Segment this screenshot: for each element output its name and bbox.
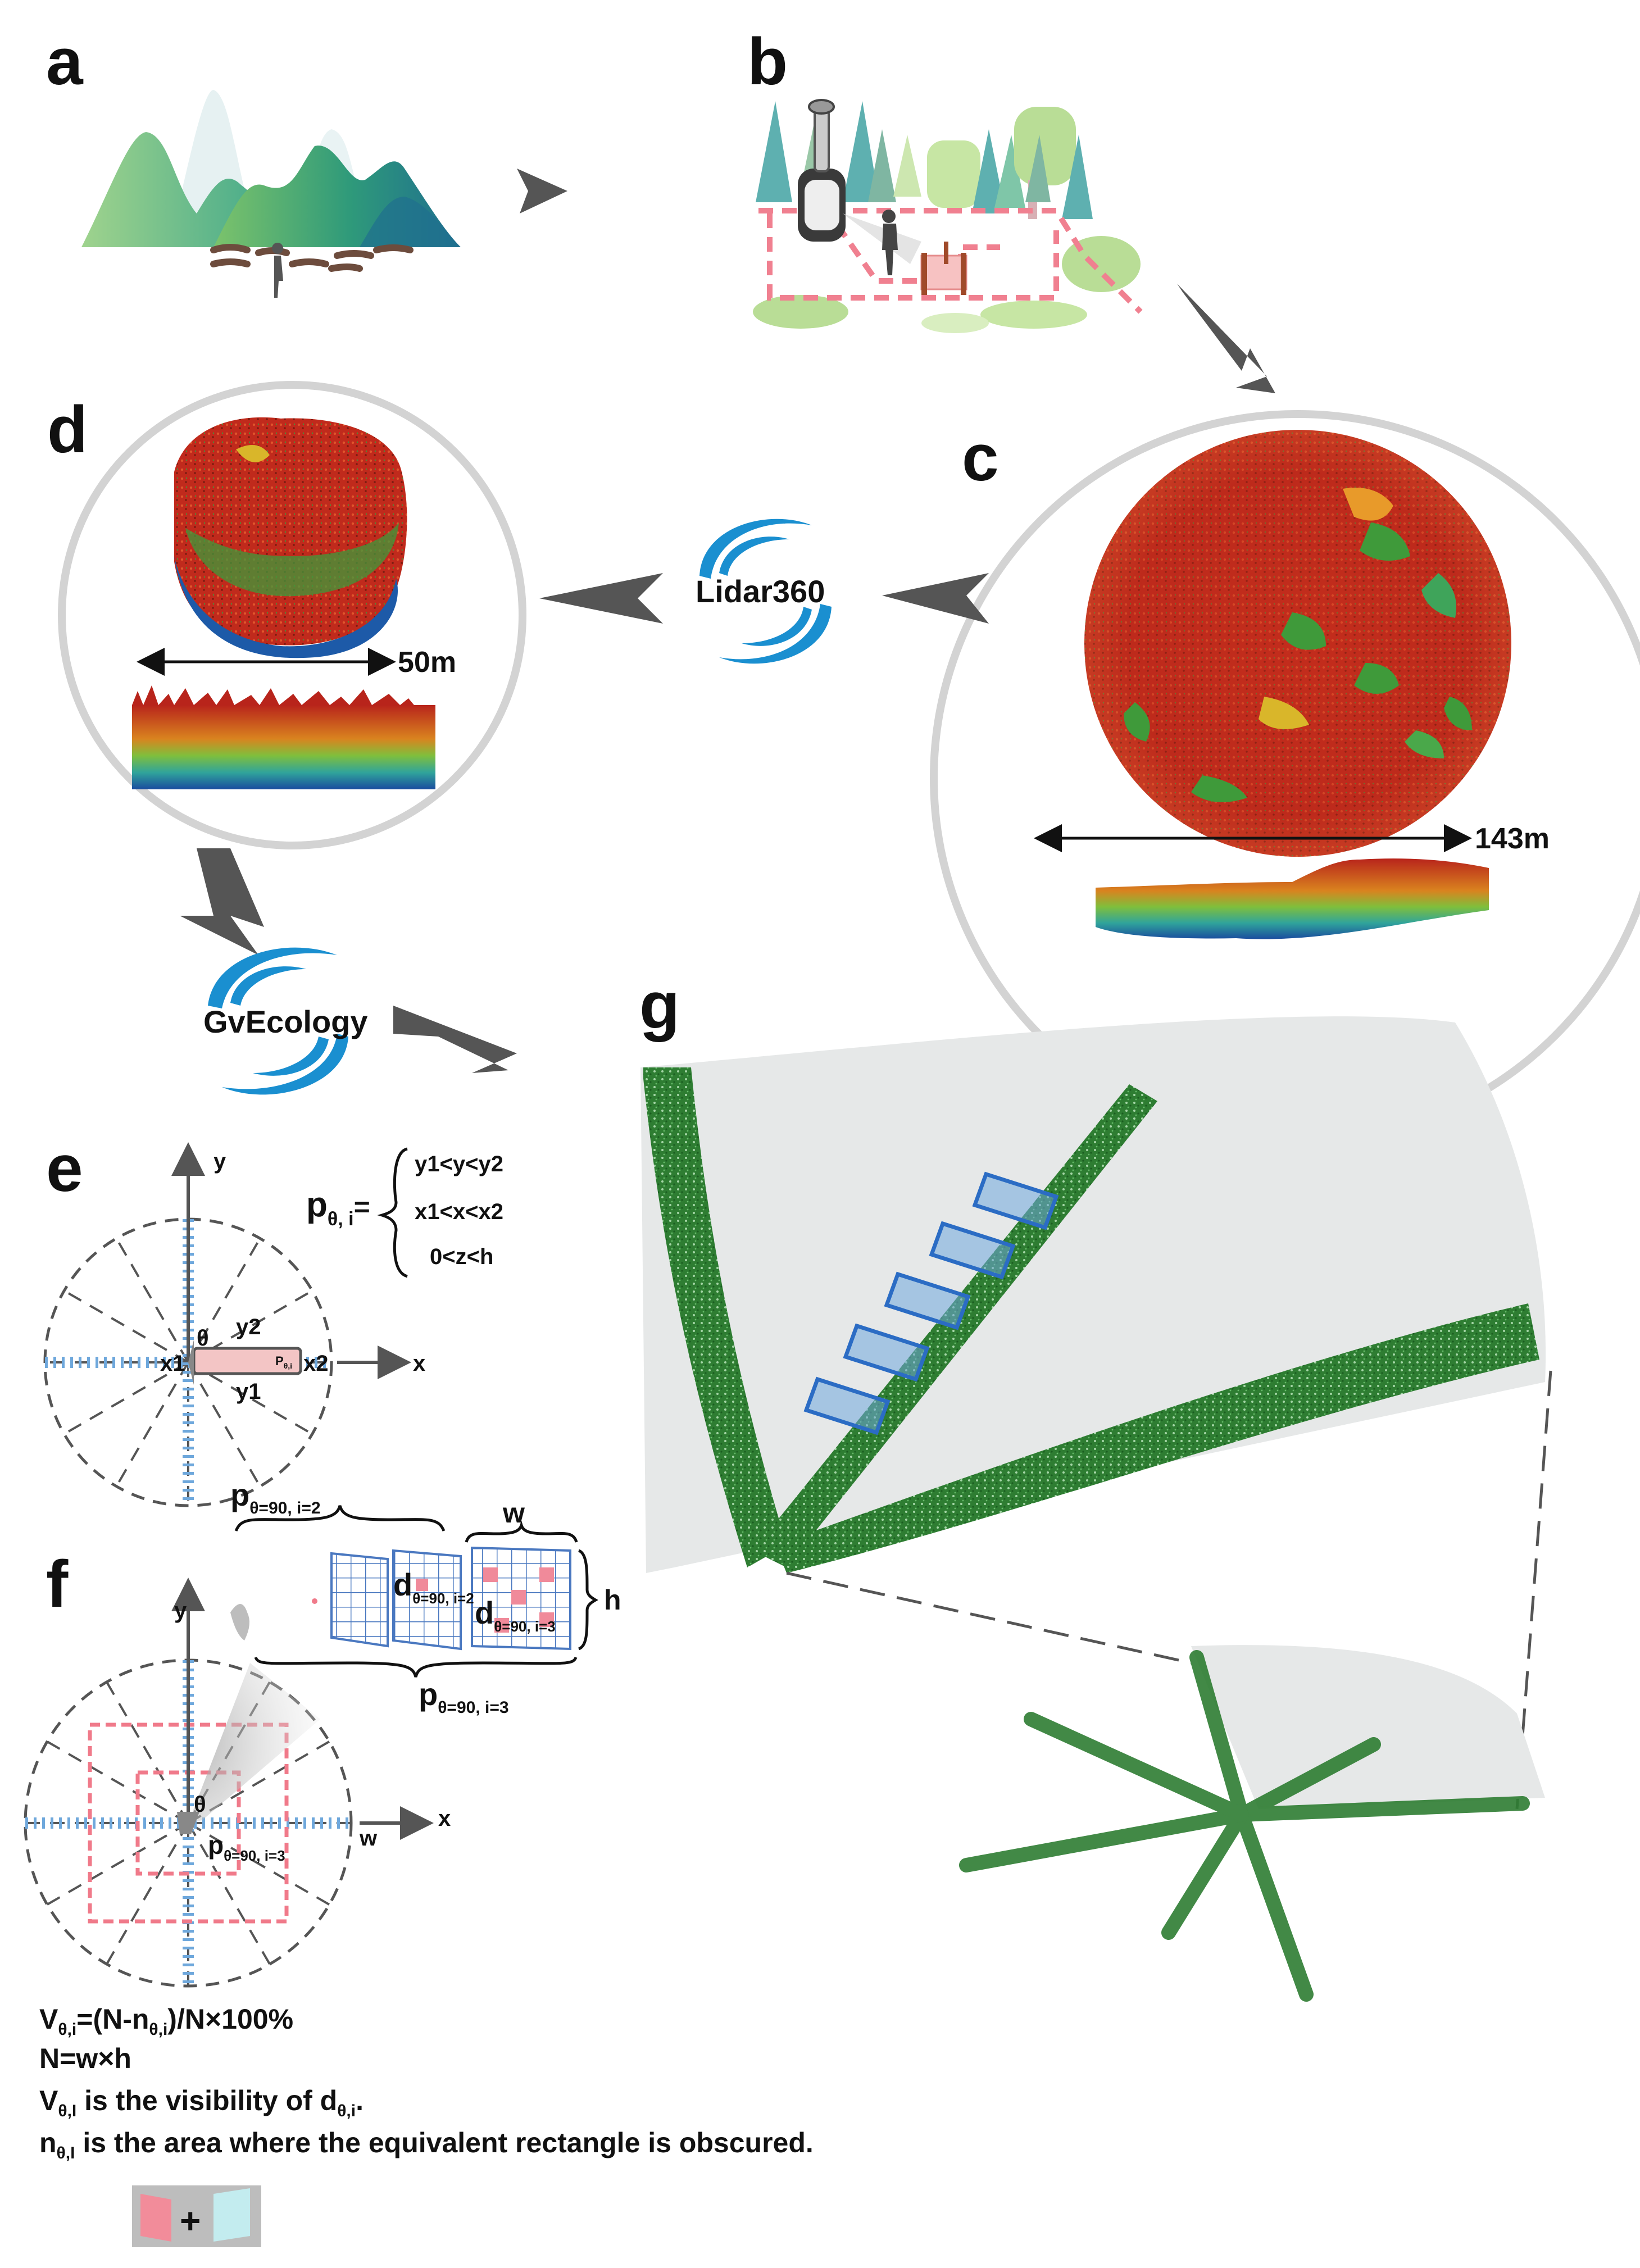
panel-e-p-inner: Pθ,i [275,1354,292,1370]
panel-f-w: w [502,1497,525,1529]
arrow-lidar-to-d [539,573,663,624]
panel-g-star-transects [959,1645,1545,2002]
panel-e-cond1: y1<y<y2 [415,1152,503,1176]
panel-f-visibility-grids [312,1546,571,1651]
panel-d-canopy [174,417,407,658]
panel-e-lhs: pθ, i= [306,1185,370,1230]
panel-b-lidar-scanner [798,99,921,264]
panel-b-forest [753,101,1141,333]
panel-f-theta: θ [194,1792,206,1817]
panel-c-canopy [1084,430,1511,857]
panel-f-axis-x: x [438,1806,451,1831]
obscured-area-legend: + [132,2185,261,2247]
panel-e-axis-x: x [413,1351,425,1376]
panel-e-y1: y1 [236,1379,261,1404]
panel-f-d1: dθ=90, i=2 [393,1567,474,1607]
panel-letter-d: d [47,393,88,467]
panel-f-w-axis: w [359,1826,378,1851]
panel-f-p-inner: pθ=90, i=3 [208,1830,285,1864]
panel-letter-g: g [639,969,680,1043]
gvecology-logo-text: GvEcology [203,1004,368,1039]
panel-e-x1: x1 [160,1351,185,1376]
panel-d-scale-label: 50m [398,646,456,679]
panel-letter-a: a [46,25,84,99]
panel-c-scale: 143m [1034,822,1550,855]
panel-e-x2: x2 [303,1351,329,1376]
panel-a-trail [210,244,414,272]
panel-e-y2: y2 [236,1315,261,1339]
formula-visibility-definition: Vθ,I is the visibility of dθ,i. [39,2085,364,2120]
panel-f-polar-grid [24,1578,434,1988]
panel-f-h: h [604,1584,621,1616]
panel-f-p-top: pθ=90, i=2 [230,1477,321,1517]
panel-a-mountains [81,90,461,247]
panel-e-axis-y: y [213,1149,226,1174]
panel-f-p-bottom: pθ=90, i=3 [419,1676,509,1717]
arrow-b-to-c [1177,284,1275,393]
panel-a-hiker [272,243,283,298]
panel-f-axis-y: y [174,1598,187,1623]
panel-g-sample-rectangles [803,1171,1059,1435]
panel-d-profile [132,685,435,789]
arrow-gv-to-g [393,1006,517,1073]
panel-g-zoom-lines [786,1370,1552,1810]
panel-letter-c: c [962,421,999,495]
panel-letter-f: f [46,1547,69,1621]
panel-f-braces [234,1505,598,1678]
panel-c-profile [1096,858,1489,939]
panel-e-cond3: 0<z<h [430,1244,493,1269]
panel-letter-e: e [46,1131,83,1206]
arrow-c-to-lidar [882,573,989,624]
panel-g-sector [640,1016,1546,1573]
panel-letter-b: b [747,25,788,99]
legend-plus: + [180,2201,201,2241]
formula-visibility: Vθ,i=(N-nθ,i)/N×100% [39,2003,294,2039]
panel-e-polar-grid [43,1142,411,1507]
panel-d-scale: 50m [137,646,456,679]
panel-c-scale-label: 143m [1475,822,1550,855]
lidar360-logo-text: Lidar360 [696,574,825,609]
panel-e-theta: θ [197,1326,209,1351]
gvecology-logo: GvEcology [203,947,368,1095]
lidar360-logo: Lidar360 [696,519,832,664]
formula-n: N=w×h [39,2043,131,2074]
panel-f-d2: dθ=90, i=3 [475,1595,556,1635]
formula-obscured-definition: nθ,I is the area where the equivalent re… [39,2127,814,2162]
panel-b-operator [882,210,898,275]
panel-e-cond2: x1<x<x2 [415,1199,503,1224]
panel-b-sample-plot [920,242,967,295]
panel-e-brace [377,1147,408,1278]
arrow-d-to-gv [180,848,264,955]
arrow-a-to-b [517,169,567,213]
